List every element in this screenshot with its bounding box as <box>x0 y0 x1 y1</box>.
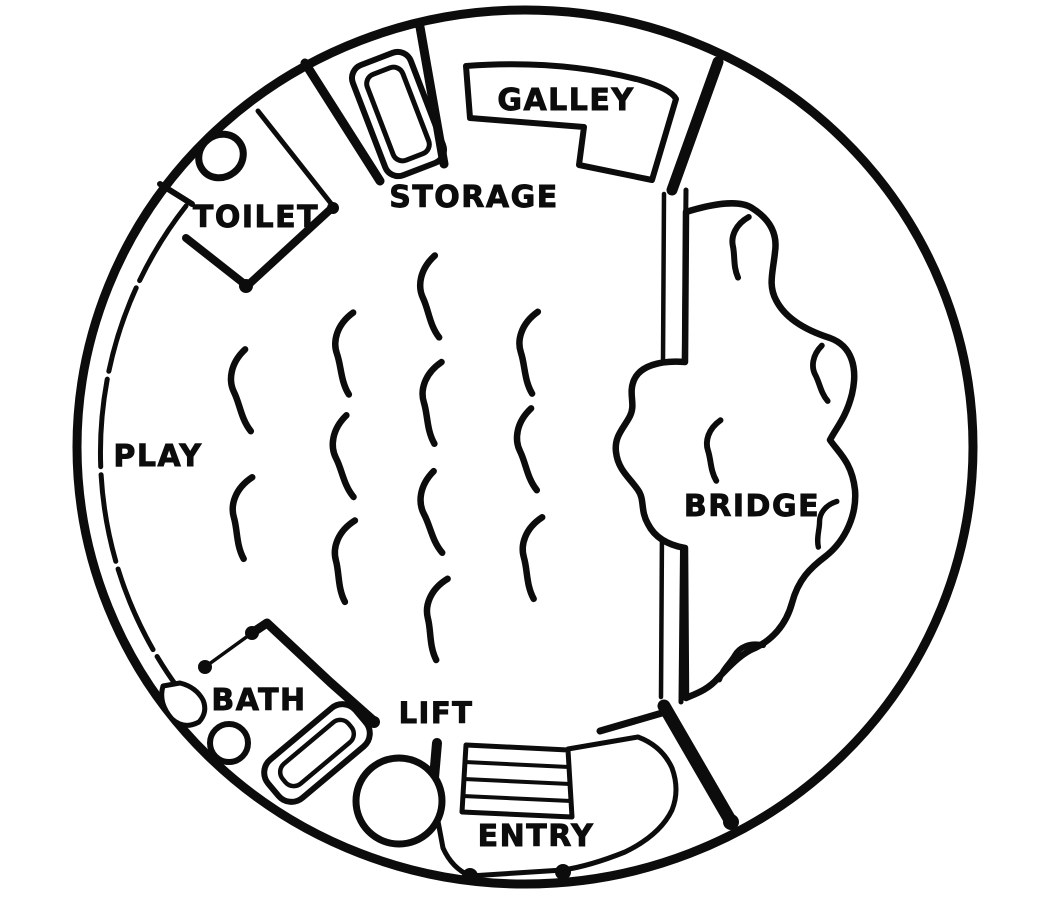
label-entry: ENTRY <box>478 819 595 854</box>
toilet-wall-ne <box>255 108 336 209</box>
label-play: PLAY <box>113 439 202 474</box>
wall-junction-dot <box>555 864 571 880</box>
bath-corner-closet <box>159 680 208 728</box>
label-bridge: BRIDGE <box>684 489 820 524</box>
door-dot <box>198 660 212 674</box>
toilet-wall-se <box>243 203 337 290</box>
entry-right-wall <box>657 699 737 827</box>
storage-cabinet-inner <box>364 64 432 164</box>
texture-arc <box>418 471 443 554</box>
label-toilet: TOILET <box>193 200 319 235</box>
galley-room <box>415 22 724 196</box>
wall-junction-dot <box>327 202 339 214</box>
toilet-wall-stub <box>157 181 195 207</box>
door-dot <box>245 626 259 640</box>
texture-arc <box>333 312 353 395</box>
entry-step-line <box>463 760 571 769</box>
toilet-wall-sw <box>182 234 251 290</box>
texture-arc <box>516 311 538 394</box>
play-area-texture <box>228 256 543 660</box>
texture-arc <box>515 408 537 491</box>
wall-end-dot <box>368 716 380 728</box>
texture-arc <box>518 516 543 599</box>
bath-door-line <box>203 631 254 669</box>
label-galley: GALLEY <box>497 83 634 118</box>
galley-counter <box>463 61 679 183</box>
bath-lift-divider-wall <box>247 618 379 726</box>
label-bath: BATH <box>211 683 306 718</box>
wall-junction-dot <box>723 814 739 830</box>
bathtub-outer <box>261 701 373 805</box>
bath-room <box>159 626 373 805</box>
wash-basin <box>207 721 251 765</box>
entry-step-line <box>461 794 573 803</box>
storage-room <box>300 48 447 186</box>
lift-area <box>247 618 446 848</box>
texture-arc <box>329 519 355 602</box>
wall-junction-dot <box>239 279 253 293</box>
corridor-top-wall <box>596 709 666 735</box>
texture-arc <box>330 415 353 498</box>
label-storage: STORAGE <box>389 180 559 215</box>
entry-step-line <box>462 777 572 786</box>
texture-arc <box>419 256 439 339</box>
bridge-console <box>612 200 859 702</box>
outer-hull-rim <box>72 5 978 889</box>
storage-wall-left <box>300 58 385 186</box>
texture-arc <box>418 361 441 444</box>
toilet-bowl <box>195 130 247 182</box>
entry-room <box>426 734 679 884</box>
lift-platform <box>352 754 446 848</box>
toilet-room <box>157 108 339 293</box>
bathtub-inner <box>277 717 357 789</box>
texture-arc <box>420 577 447 660</box>
inner-hull-wall <box>98 203 189 691</box>
galley-wall-right <box>666 56 724 196</box>
galley-wall-left <box>415 22 449 169</box>
storage-cabinet-outer <box>349 48 447 180</box>
label-lift: LIFT <box>399 696 474 730</box>
texture-arc <box>228 476 253 559</box>
texture-arc <box>229 349 251 432</box>
wall-junction-dot <box>462 868 478 884</box>
